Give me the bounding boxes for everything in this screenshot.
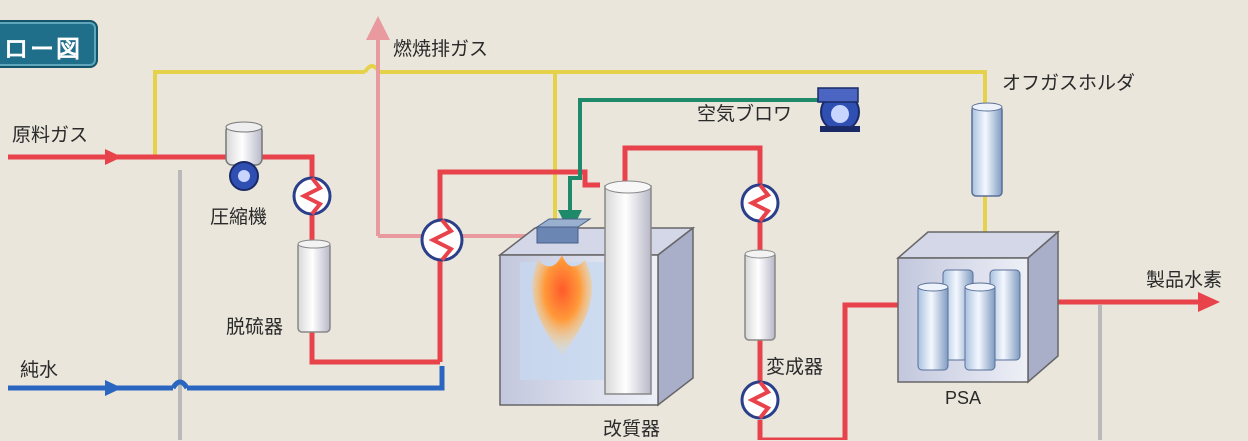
heat-exchanger-3 <box>740 183 780 223</box>
feed-gas-line <box>8 154 315 178</box>
label-pure-water: 純水 <box>20 359 59 381</box>
heat-exchanger-4 <box>740 380 780 420</box>
air-blower <box>817 87 860 132</box>
diagram-title: ロー図 <box>4 35 82 63</box>
heat-exchanger-1 <box>292 176 332 216</box>
gas-line-desulf <box>309 214 440 365</box>
label-compressor: 圧縮機 <box>210 206 268 228</box>
label-shift-converter: 変成器 <box>766 356 824 378</box>
reformer-box <box>497 180 696 407</box>
compressor <box>225 121 263 191</box>
label-reformer: 改質器 <box>603 418 661 440</box>
air-line <box>558 98 820 234</box>
pure-water-arrow <box>105 380 122 396</box>
label-desulfurizer: 脱硫器 <box>226 316 284 338</box>
gas-to-reformer <box>437 169 600 362</box>
product-arrow <box>1198 292 1220 312</box>
heat-exchanger-2 <box>420 218 464 262</box>
label-psa: PSA <box>945 388 982 408</box>
label-feed-gas: 原料ガス <box>12 124 89 146</box>
offgas-holder <box>971 102 1003 197</box>
pure-water-line <box>8 366 445 391</box>
label-product-h2: 製品水素 <box>1146 269 1223 291</box>
offgas-line <box>153 70 987 235</box>
desulfurizer <box>297 239 331 333</box>
title-badge <box>0 20 98 68</box>
psa-unit <box>895 230 1061 384</box>
pure-water-hop <box>170 379 190 390</box>
shift-converter <box>744 249 776 341</box>
feed-gas-arrow <box>105 149 122 165</box>
label-air-blower: 空気ブロワ <box>697 103 793 125</box>
label-offgas-holder: オフガスホルダ <box>1002 72 1136 94</box>
label-exhaust: 燃焼排ガス <box>393 38 489 60</box>
reformer-out <box>622 145 900 440</box>
